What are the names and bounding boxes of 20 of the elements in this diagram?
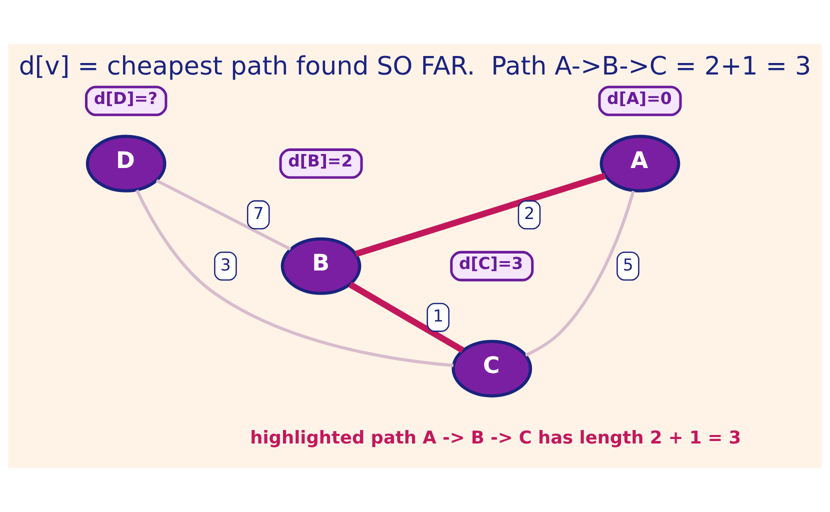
node-box: d[D]=? xyxy=(84,86,168,116)
diagram-title: d[v] = cheapest path found SO FAR. Path A->B->C = 2+1 = 3 xyxy=(18,51,812,80)
edge-label: 5 xyxy=(622,255,634,274)
label: highlighted path A -> B -> C has length 2 + 1 = 3 xyxy=(250,428,742,449)
node-ellipse: D xyxy=(86,134,166,192)
edge-label: 2 xyxy=(524,204,535,224)
connector xyxy=(156,179,292,251)
connector xyxy=(135,189,454,367)
connector xyxy=(354,172,606,257)
node-box: d[B]=2 xyxy=(279,148,363,179)
node-box: d[A]=0 xyxy=(598,86,682,116)
node-ellipse: C xyxy=(452,340,532,398)
edge-label: 7 xyxy=(253,204,264,224)
edge-label: 1 xyxy=(433,306,444,326)
node-box: d[C]=3 xyxy=(450,250,534,282)
node-ellipse: A xyxy=(600,134,680,192)
connector xyxy=(524,190,635,357)
node-ellipse: B xyxy=(280,237,362,295)
edge-label: 3 xyxy=(220,255,231,274)
connector xyxy=(348,282,464,354)
